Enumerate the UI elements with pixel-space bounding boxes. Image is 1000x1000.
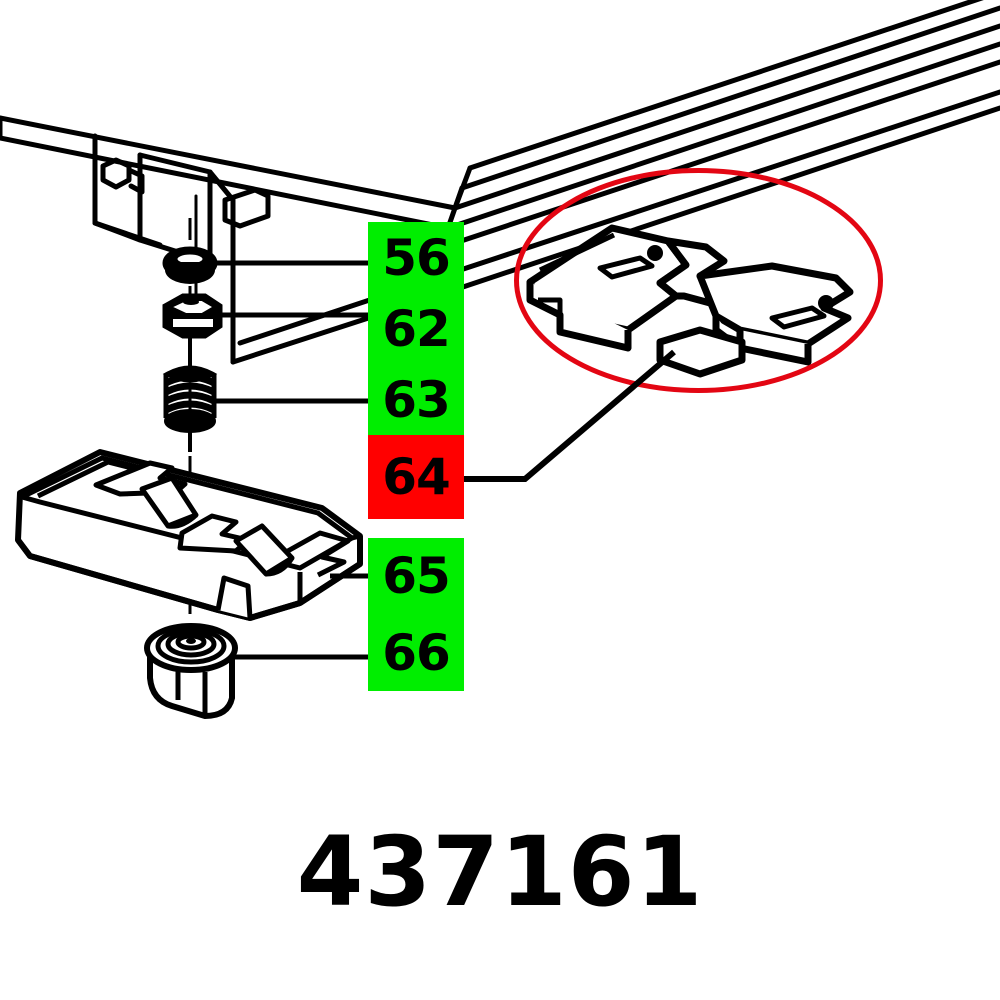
part-washer-56 bbox=[162, 246, 218, 284]
callout-label-56: 56 bbox=[382, 228, 451, 287]
part-knob-66 bbox=[144, 623, 238, 720]
callout-label-63: 63 bbox=[382, 370, 451, 429]
guide-rail-extrusion bbox=[0, 0, 1000, 365]
callout-box-56[interactable]: 56 bbox=[368, 222, 464, 293]
callout-label-62: 62 bbox=[382, 299, 451, 358]
leader-64 bbox=[463, 349, 676, 482]
highlight-ellipse bbox=[514, 168, 883, 393]
part-number: 437161 bbox=[296, 816, 704, 928]
callout-box-62[interactable]: 62 bbox=[368, 293, 464, 364]
part-clamp-body-65 bbox=[15, 449, 363, 621]
callout-label-64: 64 bbox=[382, 448, 451, 506]
callout-label-65: 65 bbox=[382, 547, 451, 605]
callout-box-64[interactable]: 64 bbox=[368, 435, 464, 519]
part-spring-63 bbox=[162, 365, 218, 452]
leader-lines bbox=[212, 260, 676, 660]
callout-box-65[interactable]: 65 bbox=[368, 538, 464, 614]
callout-number-stack: 56 62 63 64 65 66 bbox=[368, 222, 464, 691]
callout-stack-gap bbox=[368, 519, 464, 538]
part-hex-nut-62 bbox=[162, 293, 223, 339]
callout-box-66[interactable]: 66 bbox=[368, 614, 464, 691]
detail-clamp-plate-64 bbox=[526, 224, 854, 378]
callout-label-66: 66 bbox=[382, 623, 451, 682]
callout-box-63[interactable]: 63 bbox=[368, 364, 464, 435]
